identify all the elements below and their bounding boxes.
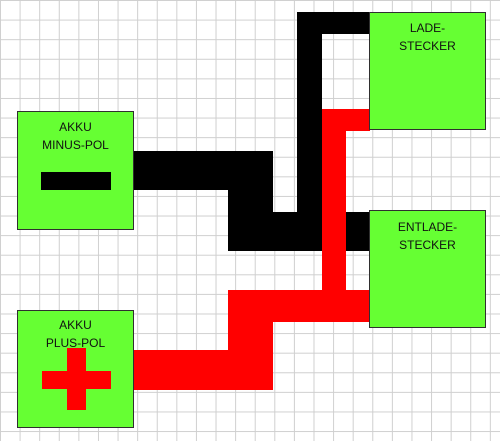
akku-minus-label-line1: AKKU (59, 120, 92, 134)
positive-wire-to-lade-stecker (322, 109, 370, 131)
akku-plus-label-line2: PLUS-POL (45, 336, 106, 350)
negative-wire-from-minus-pol (133, 151, 231, 190)
lade-stecker-label-line1: LADE- (409, 21, 446, 35)
negative-wire-to-lade-stecker (297, 12, 370, 34)
negative-wires (133, 12, 370, 251)
lade-stecker-label-line2: STECKER (399, 39, 456, 53)
positive-wire-riser (322, 109, 346, 321)
entlade-stecker-label-line1: ENTLADE- (397, 220, 458, 234)
entlade-stecker-label-line2: STECKER (399, 238, 456, 252)
akku-plus-label-line1: AKKU (59, 318, 92, 332)
positive-wires (133, 109, 370, 390)
lade-stecker-box: LADE- STECKER (369, 12, 486, 130)
minus-icon (41, 172, 111, 190)
akku-minus-pol-box: AKKU MINUS-POL (17, 111, 134, 230)
positive-wire-from-plus-pol (133, 350, 273, 390)
negative-wire-riser (297, 12, 322, 234)
akku-minus-label-line2: MINUS-POL (42, 138, 109, 152)
akku-plus-pol-box: AKKU PLUS-POL (17, 310, 134, 428)
entlade-stecker-box: ENTLADE- STECKER (369, 210, 486, 328)
